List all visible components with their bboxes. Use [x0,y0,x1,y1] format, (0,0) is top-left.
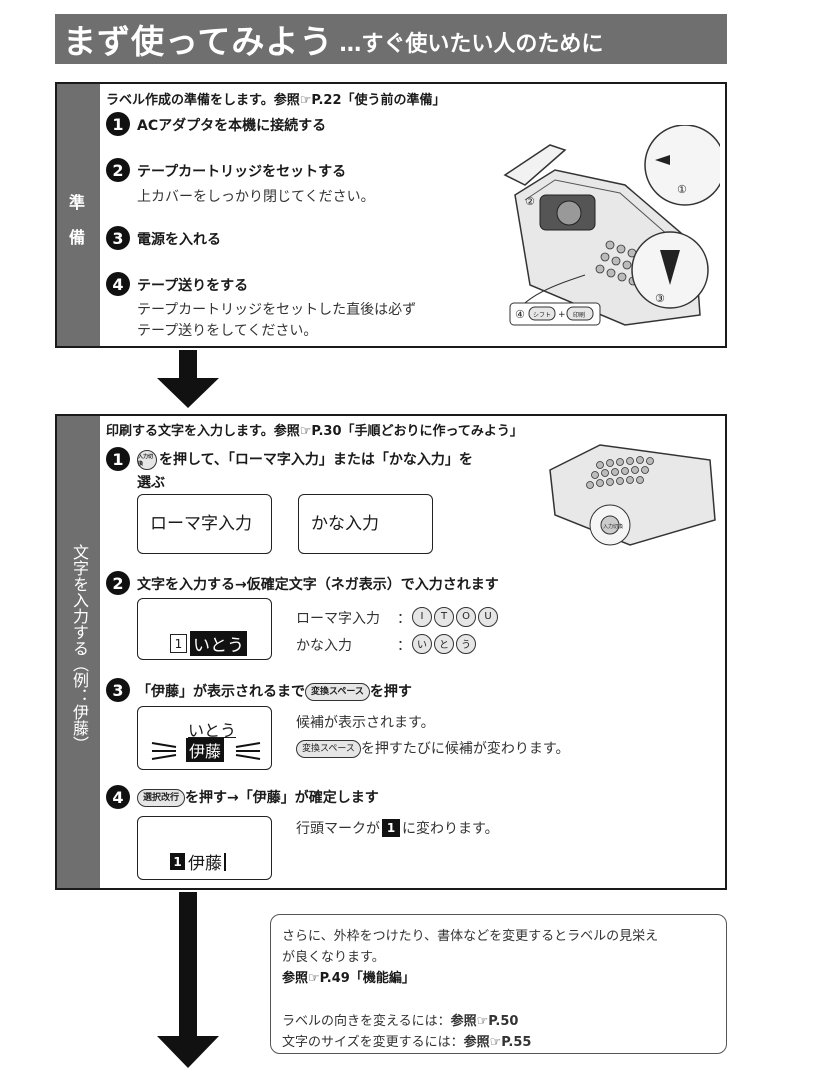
prep-step-4-desc-2: テープ送りをしてください。 [137,323,318,339]
input-step-4-text-b: を押す→「伊藤」が確定します [185,790,379,806]
figure-input-key: 入力切換 [603,523,623,530]
input-step-3-text-b: を押す [369,684,412,700]
label-printer-illustration: ① ② ③ ④ シフト + 印刷 [503,125,720,326]
key-o: O [456,606,476,627]
step-4-desc-b: に変わります。 [402,821,499,837]
input-side-bar: 文字を入力する（例：伊藤） [57,416,100,888]
key-i: I [412,606,432,627]
prep-step-3-title: 電源を入れる [137,232,221,248]
input-step-1-text-a: を押して、「ローマ字入力」または「かな入力」を [159,452,473,468]
highlight-rays-icon [151,742,261,760]
line-mark-icon: 1 [170,634,187,653]
figure-callout-2: ② [525,195,535,208]
input-step-3-text: 「伊藤」が表示されるまで変換スペースを押す [137,681,412,701]
kana-keys: いとう [412,633,478,654]
input-step-4-text: 選択改行を押す→「伊藤」が確定します [137,787,379,807]
key-kana-to: と [434,633,454,654]
note-line-3a: ラベルの向きを変えるには： [282,1014,451,1029]
step-3-desc-2-text: を押すたびに候補が変わります。 [360,741,570,757]
input-step-3-text-a: 「伊藤」が表示されるまで [137,684,305,700]
input-step-2-title: 文字を入力する→仮確定文字（ネガ表示）で入力されます [137,577,499,593]
lcd-step-3: いとう 伊藤 [137,706,272,770]
convert-space-key-inline: 変換スペース [296,740,361,758]
select-enter-key: 選択改行 [137,789,186,807]
banner-title: まず使ってみよう [63,22,334,61]
key-t: T [434,606,454,627]
lcd-step-4: 1 伊藤 [137,816,272,880]
convert-space-key: 変換スペース [305,683,370,701]
line-mark-desc-icon: 1 [382,819,400,837]
input-step-1-number: 1 [106,447,130,471]
figure-callout-4: ④ [515,308,525,321]
input-step-1-text-b: 選ぶ [137,475,165,491]
line-mark-filled-icon: 1 [170,853,185,870]
note-ref-2: 参照☞P.50 [450,1014,519,1029]
prep-step-3-number: 3 [106,226,130,250]
lcd-step-3-top: いとう [188,721,237,740]
kana-label: かな入力 [296,638,352,654]
prep-header: ラベル作成の準備をします。参照☞P.22「使う前の準備」 [106,93,446,108]
note-line-1: さらに、外枠をつけたり、書体などを変更するとラベルの見栄え [282,929,659,944]
page-banner: まず使ってみよう …すぐ使いたい人のために [55,14,727,64]
prep-step-2-number: 2 [106,158,130,182]
figure-callout-1: ① [677,183,687,196]
prep-step-1-title: ACアダプタを本機に接続する [137,118,327,134]
note-line-3: ラベルの向きを変えるには：参照☞P.50 [282,1010,518,1029]
lcd-step-3-bottom: 伊藤 [186,738,225,762]
prep-step-4-title: テープ送りをする [137,278,249,294]
input-header: 印刷する文字を入力します。参照☞P.30「手順どおりに作ってみよう」 [106,424,523,439]
input-switch-key: 入力切換 [137,450,157,470]
lcd-kana-text: かな入力 [311,514,379,534]
prep-section [55,82,727,348]
figure-callout-3: ③ [655,292,665,305]
lcd-roma-text: ローマ字入力 [150,514,252,534]
roma-label: ローマ字入力 [296,611,380,627]
note-ref-3: 参照☞P.55 [463,1035,532,1050]
prep-side-label-1: 準 [69,193,86,212]
figure-key-feed: 印刷 [573,311,585,319]
banner-subtitle: …すぐ使いたい人のために [339,32,604,57]
lcd-step-4-content: 1 伊藤 [170,849,226,874]
input-section [55,414,727,890]
prep-step-2-desc: 上カバーをしっかり閉じてください。 [137,189,375,205]
prep-step-4-number: 4 [106,272,130,296]
prep-step-1-number: 1 [106,112,130,136]
figure-key-shift: シフト [533,312,551,319]
lcd-step-4-text: 伊藤 [188,854,222,874]
down-arrow-icon [157,350,219,408]
input-step-1-text: 入力切換を押して、「ローマ字入力」または「かな入力」を [137,449,473,470]
cursor-icon [224,852,226,871]
step-3-desc-2: 変換スペースを押すたびに候補が変わります。 [296,738,570,758]
roma-colon: ： [397,611,411,627]
key-kana-u: う [456,633,476,654]
lcd-roma-input: ローマ字入力 [137,494,272,554]
prep-side-bar: 準 備 [57,84,100,346]
key-kana-i: い [412,633,432,654]
lcd-kana-input: かな入力 [298,494,433,554]
note-ref-1: 参照☞P.49「機能編」 [282,971,415,986]
input-step-3-number: 3 [106,678,130,702]
prep-side-label-2: 備 [69,228,86,247]
key-u: U [478,606,498,627]
step-3-desc-1: 候補が表示されます。 [296,715,435,731]
figure-plus: + [558,310,566,320]
lcd-step-2: 1 いとう [137,598,272,660]
note-line-4a: 文字のサイズを変更するには： [282,1035,464,1050]
input-step-4-number: 4 [106,785,130,809]
step-4-desc-a: 行頭マークが [296,821,380,837]
note-line-2: が良くなります。 [282,950,385,965]
lcd-step-2-content: 1 いとう [170,631,247,656]
input-step-2-number: 2 [106,571,130,595]
note-line-4: 文字のサイズを変更するには：参照☞P.55 [282,1031,531,1050]
prep-step-4-desc-1: テープカートリッジをセットした直後は必ず [137,302,417,318]
long-down-arrow-icon [157,892,219,1068]
lcd-step-2-text: いとう [190,631,247,656]
prep-step-2-title: テープカートリッジをセットする [137,164,347,180]
note-box [270,914,727,1054]
kana-colon: ： [397,638,411,654]
keyboard-illustration: 入力切換 [549,444,716,546]
input-side-label: 文字を入力する（例：伊藤） [70,544,89,752]
